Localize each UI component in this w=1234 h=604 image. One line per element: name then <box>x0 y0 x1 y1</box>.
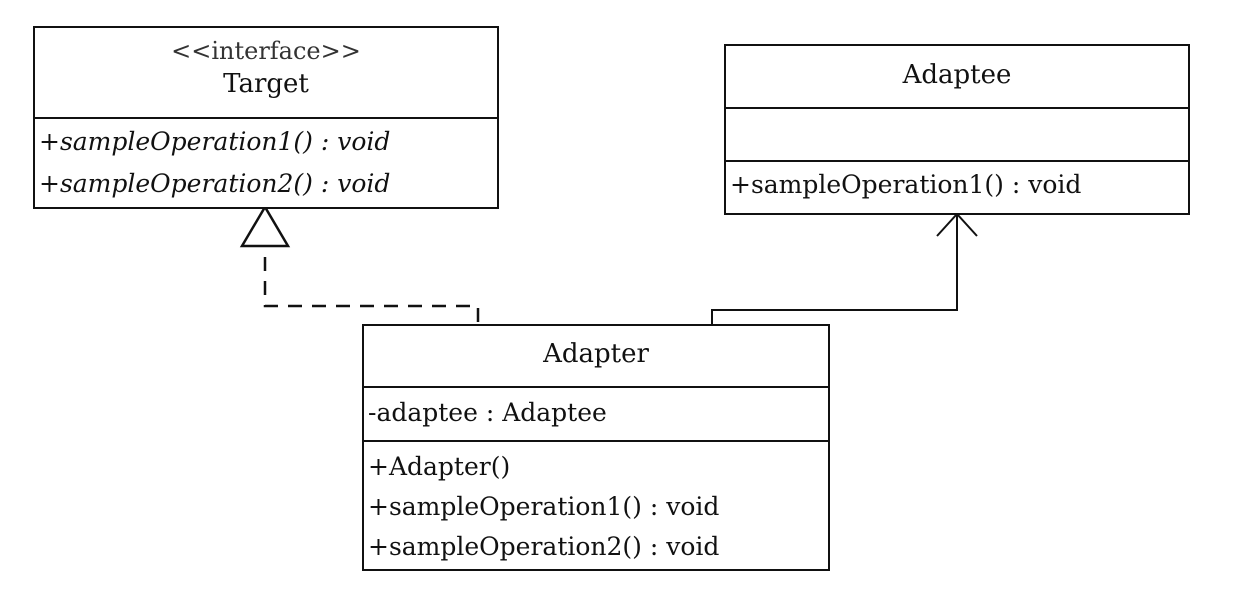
target-interface-box[interactable]: <<interface>> Target +sampleOperation1()… <box>33 26 499 209</box>
association-line <box>711 215 958 324</box>
realization-arrowhead <box>239 204 291 248</box>
adaptee-operation-1: +sampleOperation1() : void <box>730 170 1082 199</box>
target-operation-2: +sampleOperation2() : void <box>39 169 391 198</box>
target-header: <<interface>> Target <box>35 28 497 119</box>
adaptee-class-box[interactable]: Adaptee +sampleOperation1() : void <box>724 44 1190 215</box>
adapter-operation-1: +Adapter() <box>368 452 511 481</box>
target-operations: +sampleOperation1() : void +sampleOperat… <box>35 119 497 205</box>
adapter-header: Adapter <box>364 326 828 388</box>
target-operation-1: +sampleOperation1() : void <box>39 127 391 156</box>
realization-line <box>263 247 480 322</box>
adapter-attribute-1: -adaptee : Adaptee <box>368 398 607 427</box>
adapter-operation-3: +sampleOperation2() : void <box>368 532 720 561</box>
adapter-operations: +Adapter() +sampleOperation1() : void +s… <box>364 442 828 567</box>
adaptee-operations: +sampleOperation1() : void <box>726 162 1188 205</box>
target-class-name: Target <box>223 69 309 99</box>
adapter-class-name: Adapter <box>543 339 649 369</box>
adapter-operation-2: +sampleOperation1() : void <box>368 492 720 521</box>
adaptee-header: Adaptee <box>726 46 1188 109</box>
target-stereotype: <<interface>> <box>171 37 361 65</box>
adapter-attributes: -adaptee : Adaptee <box>364 388 828 442</box>
adaptee-class-name: Adaptee <box>902 60 1012 90</box>
adapter-class-box[interactable]: Adapter -adaptee : Adaptee +Adapter() +s… <box>362 324 830 571</box>
adaptee-attributes <box>726 109 1188 162</box>
